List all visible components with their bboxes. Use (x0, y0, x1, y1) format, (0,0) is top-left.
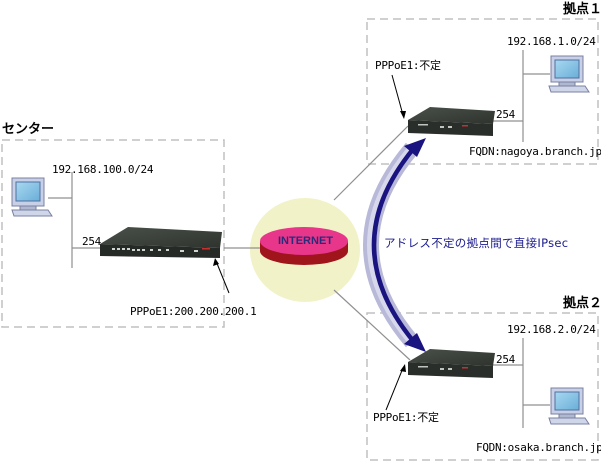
branch2-fqdn: FQDN:osaka.branch.jp (476, 441, 601, 454)
branch1-router-icon (408, 107, 495, 136)
branch1-pc-icon (548, 55, 590, 93)
branch2-wan-address: PPPoE1:不定 (373, 411, 439, 424)
branch2-router-lan-ip: 254 (496, 353, 515, 366)
center-wan-pointer-arrow-icon (213, 258, 230, 294)
branch2-router-icon (408, 349, 495, 378)
branch2-site-boundary (366, 312, 599, 461)
branch2-wan-pointer-arrow-icon (385, 364, 406, 411)
ipsec-tunnel-label: アドレス不定の拠点間で直接IPsec (384, 236, 569, 250)
branch2-site-title: 拠点２ (563, 296, 601, 311)
branch1-site-title: 拠点１ (563, 2, 601, 17)
ipsec-tunnel-arrow-icon (363, 138, 426, 352)
internet-label: INTERNET (278, 235, 333, 247)
branch1-site-boundary (366, 18, 599, 165)
branch2-lan-subnet: 192.168.2.0/24 (507, 323, 596, 336)
branch2-pc-icon (548, 387, 590, 425)
branch1-wan-pointer-arrow-icon (391, 74, 406, 119)
internet-cloud-icon (260, 227, 348, 265)
branch1-lan-subnet: 192.168.1.0/24 (507, 35, 596, 48)
center-wan-address: PPPoE1:200.200.200.1 (130, 305, 257, 318)
branch1-wan-link (333, 125, 409, 201)
center-lan-subnet: 192.168.100.0/24 (52, 163, 154, 176)
center-site-boundary (1, 139, 225, 328)
branch1-fqdn: FQDN:nagoya.branch.jp (469, 145, 601, 158)
branch2-wan-link (333, 289, 411, 361)
center-site-title: センター (2, 122, 55, 137)
branch1-wan-address: PPPoE1:不定 (375, 59, 441, 72)
center-router-icon (100, 227, 222, 258)
center-pc-icon (11, 177, 53, 217)
branch1-router-lan-ip: 254 (496, 108, 515, 121)
center-router-lan-ip: 254 (82, 235, 101, 248)
